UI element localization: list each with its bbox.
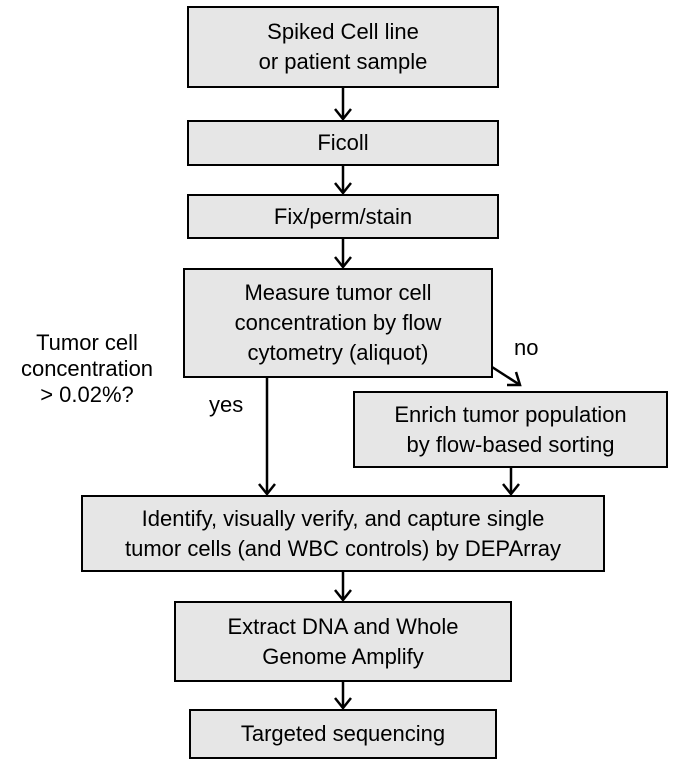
decision-question: Tumor cell concentration > 0.02%?	[0, 330, 174, 408]
question-line1: Tumor cell	[36, 330, 138, 355]
yes-label: yes	[209, 392, 244, 417]
measure-line1: Measure tumor cell	[244, 280, 432, 305]
arrow-enrich-to-identify	[502, 468, 520, 497]
question-line2: concentration	[20, 356, 154, 381]
sample-line1: Spiked Cell line	[267, 19, 419, 44]
targeted-box: Targeted sequencing	[189, 709, 497, 759]
sample-box: Spiked Cell line or patient sample	[187, 6, 499, 88]
identify-box: Identify, visually verify, and capture s…	[81, 495, 605, 572]
identify-line1: Identify, visually verify, and capture s…	[141, 505, 545, 531]
arrow-measure-to-identify	[258, 378, 276, 497]
arrow-identify-to-extract	[334, 572, 352, 603]
question-line3: > 0.02%?	[40, 382, 134, 407]
sample-line2: or patient sample	[258, 49, 428, 74]
arrow-measure-to-enrich	[491, 365, 522, 387]
identify-line2: tumor cells (and WBC controls) by DEPArr…	[124, 535, 562, 561]
ficoll-box: Ficoll	[187, 120, 499, 166]
measure-line2: concentration by flow	[234, 310, 442, 335]
enrich-box: Enrich tumor population by flow-based so…	[353, 391, 668, 468]
arrow-fixperm-to-measure	[334, 239, 352, 270]
enrich-line1: Enrich tumor population	[394, 401, 627, 427]
targeted-line1: Targeted sequencing	[240, 721, 446, 746]
fixperm-box: Fix/perm/stain	[187, 194, 499, 239]
arrow-ficoll-to-fixperm	[334, 166, 352, 196]
ficoll-line1: Ficoll	[317, 130, 369, 155]
arrow-sample-to-ficoll	[334, 88, 352, 122]
enrich-line2: by flow-based sorting	[406, 431, 615, 457]
extract-line1: Extract DNA and Whole	[227, 613, 459, 639]
measure-line3: cytometry (aliquot)	[247, 340, 429, 365]
fixperm-line1: Fix/perm/stain	[273, 203, 413, 229]
arrow-extract-to-targeted	[334, 682, 352, 711]
measure-box: Measure tumor cell concentration by flow…	[183, 268, 493, 378]
no-label: no	[514, 335, 539, 360]
extract-box: Extract DNA and Whole Genome Amplify	[174, 601, 512, 682]
extract-line2: Genome Amplify	[262, 643, 424, 669]
